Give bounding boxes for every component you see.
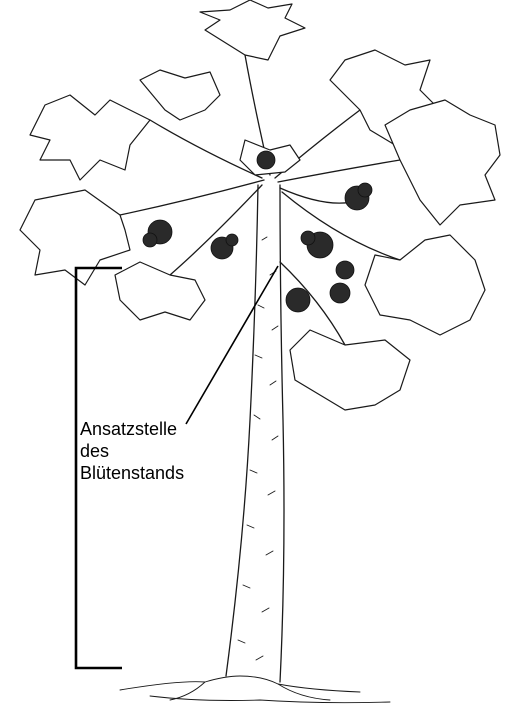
- leaf-left-low: [115, 262, 205, 320]
- annotation-label: Ansatzstelle des Blütenstands: [80, 418, 184, 484]
- annotation-line-2: des: [80, 440, 184, 462]
- leaf-upper-left-2: [140, 70, 220, 120]
- leaf-right: [385, 100, 500, 225]
- trunk: [226, 185, 284, 682]
- annotation-line-3: Blütenstands: [80, 462, 184, 484]
- leaves: [20, 0, 500, 410]
- leaf-right-low: [365, 235, 485, 335]
- leaf-upper-left: [30, 95, 150, 180]
- ground-roots: [120, 676, 390, 703]
- annotation-line-1: Ansatzstelle: [80, 418, 184, 440]
- leaf-lower-right: [290, 330, 410, 410]
- leaf-top: [200, 0, 305, 60]
